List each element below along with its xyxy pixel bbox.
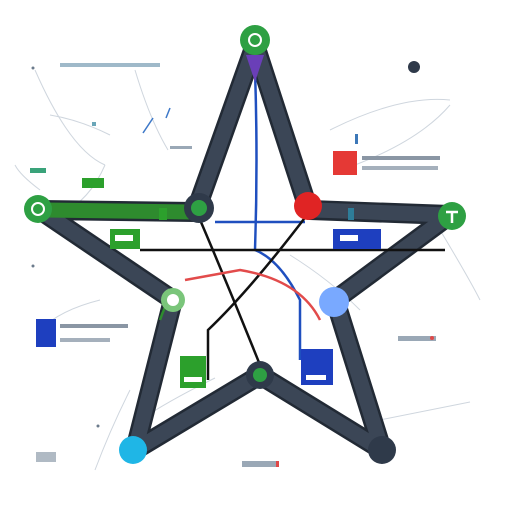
node-left[interactable]	[24, 195, 52, 223]
blue-label-text	[60, 324, 128, 328]
ring-icon	[191, 200, 207, 216]
map-line	[289, 254, 361, 311]
node-bottom-right[interactable]	[368, 436, 396, 464]
node-bottom-center[interactable]	[246, 361, 274, 389]
green-swatch	[82, 178, 104, 188]
node-mid-left[interactable]	[161, 288, 185, 312]
green-chip	[159, 208, 167, 220]
green-chip	[30, 168, 46, 173]
arm-left-inner-fill	[32, 202, 181, 308]
blue-tick	[142, 117, 154, 134]
text-mark	[276, 461, 279, 467]
text-mark	[355, 134, 358, 144]
map-line	[49, 114, 111, 136]
node-center-right[interactable]	[294, 192, 322, 220]
label-green-bottom	[180, 356, 206, 388]
map-line	[94, 389, 131, 471]
blue-label-text	[306, 375, 326, 380]
route-black-2	[206, 214, 308, 380]
ring-icon	[31, 202, 45, 216]
node-mid-right-circle[interactable]	[319, 287, 349, 317]
node-bottom-left-circle[interactable]	[119, 436, 147, 464]
green-chip	[348, 208, 354, 220]
tiny-dot	[430, 336, 434, 340]
label-boxes	[30, 151, 440, 388]
route-red	[184, 268, 322, 321]
routes	[140, 69, 445, 380]
node-left-circle[interactable]	[24, 195, 52, 223]
star-arms	[30, 35, 460, 460]
red-swatch	[333, 151, 357, 175]
blue-label-text	[340, 235, 358, 241]
map-line	[134, 69, 169, 151]
arm-top-right-fill	[247, 37, 315, 213]
map-line	[34, 69, 106, 166]
label-blue-left	[36, 319, 128, 347]
blue-tick	[165, 107, 171, 119]
node-bottom-right-circle[interactable]	[368, 436, 396, 464]
node-top-circle[interactable]	[240, 25, 270, 55]
map-line	[379, 401, 471, 421]
tiny-dot	[96, 424, 100, 428]
marker-dot	[408, 61, 420, 73]
nodes	[24, 25, 466, 464]
text-mark	[36, 452, 56, 462]
route-black-1	[196, 214, 262, 366]
map-line	[329, 98, 451, 131]
arm-right-top-fill	[307, 202, 456, 223]
red-label-text	[362, 166, 438, 170]
arm-right-inner-fill	[327, 207, 458, 308]
green-swatch	[180, 356, 206, 388]
green-label-text	[115, 235, 133, 241]
blue-swatch	[36, 319, 56, 347]
text-mark	[170, 146, 192, 149]
label-blue-right	[333, 229, 381, 249]
node-right[interactable]	[438, 202, 466, 230]
node-top[interactable]	[240, 25, 270, 82]
node-mid-left-core	[167, 294, 179, 306]
node-center-left[interactable]	[184, 193, 214, 223]
node-center-right-circle[interactable]	[294, 192, 322, 220]
arm-bottom-right-fill	[252, 367, 390, 458]
node-bottom-left[interactable]	[119, 436, 147, 464]
map-lines	[14, 69, 481, 471]
text-mark	[242, 461, 276, 467]
tiny-dot	[31, 264, 35, 268]
arm-right-lower-fill	[327, 292, 390, 458]
ring-icon	[248, 33, 262, 47]
arm-top-left-fill	[190, 37, 263, 213]
red-label-text	[362, 156, 440, 160]
text-mark	[398, 336, 436, 341]
text-mark	[92, 122, 96, 126]
map-line	[439, 229, 481, 301]
text-mark	[60, 63, 160, 67]
label-red	[333, 151, 440, 175]
blue-label-text	[60, 338, 110, 342]
label-green-left	[110, 229, 140, 249]
map-line	[14, 164, 41, 191]
green-label-text	[184, 377, 202, 382]
arm-left-lower-fill	[127, 292, 181, 458]
label-green-top	[82, 178, 104, 188]
arm-left-top-fill	[37, 202, 200, 220]
tiny-marks	[31, 63, 436, 467]
route-blue	[253, 69, 302, 360]
arrow-down-icon	[246, 55, 264, 82]
label-blue-bottom	[301, 349, 333, 385]
arm-bottom-left-fill	[127, 367, 268, 458]
arrow-down-icon	[446, 210, 458, 223]
tiny-dot	[31, 66, 35, 70]
ring-icon	[253, 368, 267, 382]
node-mid-right[interactable]	[319, 287, 349, 317]
